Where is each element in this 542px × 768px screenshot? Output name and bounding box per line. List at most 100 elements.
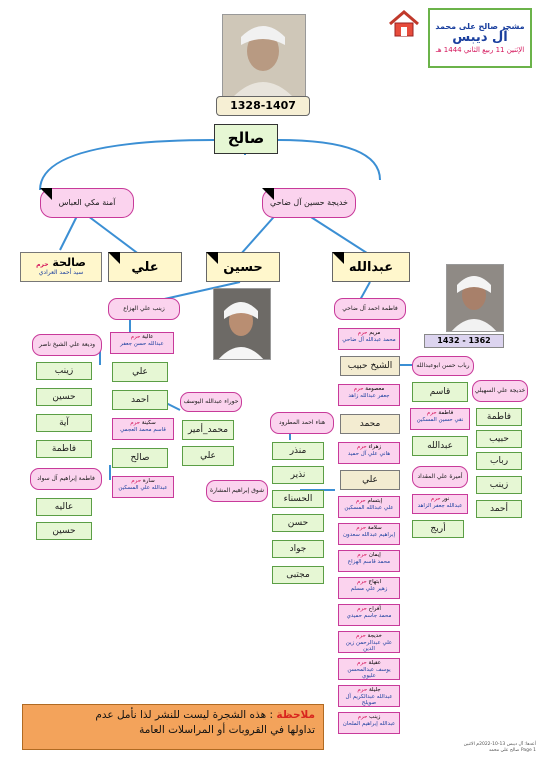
- ali-daughter-zainab: زينب حرم عبدالله إبراهيم الملحان: [338, 712, 400, 734]
- footer: أعدها: آل ديبس 13-10-2022م الاثنين Page …: [420, 742, 536, 754]
- sakina-spouse: قاسم محمد العجمي: [120, 426, 166, 433]
- mohammed-child-munther[interactable]: منذر: [272, 442, 324, 460]
- sara-haram: حرم: [131, 478, 142, 484]
- hussein-child-ahmad[interactable]: احمد: [112, 390, 168, 410]
- aqila-spouse: يوسف عبدالمحسن عليوي: [347, 666, 391, 680]
- iman-name: إيمان: [368, 552, 381, 558]
- khadija2-name: خديجة: [367, 633, 382, 639]
- maryam-spouse: محمد عبدالله آل ضاحي: [342, 336, 396, 343]
- ali-daughter-aqila: عقيلة حرم يوسف عبدالمحسن عليوي: [338, 658, 400, 680]
- wife-amina-corner: [40, 188, 52, 200]
- sakina-haram: حرم: [130, 420, 141, 426]
- footer-line1: أعدها: آل ديبس 13-10-2022م الاثنين: [463, 742, 536, 747]
- iman-haram: حرم: [357, 552, 368, 558]
- child-ali[interactable]: علي: [108, 252, 182, 282]
- aqila-haram: حرم: [356, 660, 367, 666]
- mohammed-child-hasnaa[interactable]: الحسناء: [272, 490, 324, 508]
- khadija2-haram: حرم: [356, 633, 366, 639]
- child-hussein[interactable]: حسين: [206, 252, 280, 282]
- wife-khadija: خديجة حسين آل ضاحي: [262, 188, 356, 218]
- ali-child-zainab[interactable]: زينب: [36, 362, 92, 380]
- home-icon[interactable]: [388, 10, 420, 38]
- note-line1: ملاحظة : هذه الشجرة ليست للنشر لذا نأمل …: [31, 709, 315, 721]
- footer-line2: Page 1 صالح علي محمد: [488, 747, 536, 753]
- note-text1: هذه الشجرة ليست للنشر لذا نأمل عدم: [95, 709, 267, 721]
- mohammed-child-mujtaba[interactable]: مجتبى: [272, 566, 324, 584]
- abdullah-child-mohammed[interactable]: محمد: [340, 414, 400, 434]
- ali-daughter-afrah: أفراح حرم محمد جاسم حميدي: [338, 604, 400, 626]
- nour-haram: حرم: [430, 496, 441, 502]
- child-abdullah[interactable]: عبدالله: [332, 252, 410, 282]
- ahmad-child-mohammed-amir[interactable]: محمد_أمير: [182, 420, 234, 440]
- saleh-child-alia[interactable]: عاليه: [36, 498, 92, 516]
- ali2-child-areej[interactable]: أريج: [412, 520, 464, 538]
- abdullah-daughter-maryam: مريم حرم محمد عبدالله آل ضاحي: [338, 328, 400, 350]
- ali-daughter-ibtihaj: ابتهاج حرم زهير علي مسلم: [338, 577, 400, 599]
- child-saliha[interactable]: صالحة حرم سيد أحمد العرادي: [20, 252, 102, 282]
- ali-child-hussein[interactable]: حسين: [36, 388, 92, 406]
- ibtisam-spouse: علي عبدالله المسكين: [344, 504, 394, 511]
- zahraa-haram: حرم: [356, 444, 367, 450]
- saleh-wife: فاطمة إبراهيم آل سواد: [30, 468, 102, 490]
- qasim-child-zainab[interactable]: زينب: [476, 476, 522, 494]
- saleh-child-hussein[interactable]: حسين: [36, 522, 92, 540]
- mohammed-child-jawad[interactable]: جواد: [272, 540, 324, 558]
- jalila-name: جليلة: [368, 687, 381, 693]
- ahmad-child-ali[interactable]: علي: [182, 446, 234, 466]
- zainab2-name: زينب: [369, 714, 381, 720]
- wife-amina-name: آمنة مكي العباس: [58, 198, 116, 208]
- header-date: الإثنين 11 ربيع الثاني 1444 هـ: [435, 46, 525, 55]
- qasim-child-ahmad[interactable]: أحمد: [476, 500, 522, 518]
- zahraa-name: زهراء: [368, 444, 382, 450]
- habib-child-qasim[interactable]: قاسم: [412, 382, 468, 402]
- abdullah-dates: 1362 - 1432: [424, 334, 504, 348]
- afrah-haram: حرم: [357, 606, 367, 612]
- root-name[interactable]: صالح: [214, 124, 278, 154]
- ibtihaj-name: ابتهاج: [368, 579, 382, 585]
- ibtisam-name: إبتسام: [367, 498, 383, 504]
- zainab2-haram: حرم: [357, 714, 368, 720]
- hussein-child-ali[interactable]: علي: [112, 362, 168, 382]
- abdullah-child-ali[interactable]: علي: [340, 470, 400, 490]
- mohammed-wife: هناء احمد المطرود: [270, 412, 334, 434]
- jalila-spouse: عبدالله عبدالكريم آل صويلح: [345, 693, 393, 707]
- afrah-spouse: محمد جاسم حميدي: [346, 612, 392, 619]
- salama-name: سلامة: [367, 525, 382, 531]
- ali-child-aya[interactable]: آية: [36, 414, 92, 432]
- child-saliha-line1: صالحة حرم: [36, 256, 86, 270]
- hussein-daughter-alia: عالية حرم عبدالله حسن جعفر: [110, 332, 174, 354]
- fatima-habib-haram: حرم: [426, 410, 437, 416]
- hussein-child-saleh[interactable]: صالح: [112, 448, 168, 468]
- habib-child-abdullah[interactable]: عبدالله: [412, 436, 468, 456]
- qasim-wife: خديجة علي السهيلي: [472, 380, 528, 402]
- note-box: ملاحظة : هذه الشجرة ليست للنشر لذا نأمل …: [22, 704, 324, 750]
- salama-spouse: إبراهيم عبدالله سعدون: [343, 531, 395, 538]
- hussein-daughter-sara: سارة حرم عبدالله علي المسكين: [112, 476, 174, 498]
- masooma-name: معصومة: [365, 386, 385, 392]
- habib-daughter-fatima: فاطمة حرم نقي حسين المسكين: [410, 408, 470, 430]
- child-saliha-spouse: سيد أحمد العرادي: [38, 268, 84, 276]
- abdullah-child-habib[interactable]: الشيخ حبيب: [340, 356, 400, 376]
- header-box: مشجر صالح على محمد آل ديبس الإثنين 11 رب…: [428, 8, 532, 68]
- note-label: ملاحظة: [276, 709, 315, 721]
- root-portrait: [222, 14, 306, 98]
- maryam-haram: حرم: [357, 330, 368, 336]
- fatima-habib-name: فاطمة: [438, 410, 454, 416]
- jalila-haram: حرم: [357, 687, 368, 693]
- qasim-child-rabab[interactable]: رباب: [476, 452, 522, 470]
- ali-child-fatima[interactable]: فاطمة: [36, 440, 92, 458]
- note-separator: :: [266, 709, 274, 721]
- qasim-child-fatima[interactable]: فاطمة: [476, 408, 522, 426]
- child-saliha-haram: حرم: [36, 261, 49, 269]
- ali2-daughter-nour: نور حرم عبدالله جعفر الزاهد: [412, 494, 468, 514]
- abdullah-daughter-masooma: معصومة حرم جعفر عبدالله زاهد: [338, 384, 400, 406]
- abdullah-wife: فاطمة احمد آل ضاحي: [334, 298, 406, 320]
- khadija2-spouse: علي عبدالرحمن زين الدين: [345, 639, 393, 653]
- qasim-child-habib[interactable]: حبيب: [476, 430, 522, 448]
- child-abdullah-corner: [332, 252, 344, 264]
- mohammed-child-nathir[interactable]: نذير: [272, 466, 324, 484]
- ali-daughter-khadija: خديجة حرم علي عبدالرحمن زين الدين: [338, 631, 400, 653]
- alia-spouse: عبدالله حسن جعفر: [120, 340, 164, 347]
- ibtihaj-spouse: زهير علي مسلم: [350, 585, 388, 592]
- mohammed-child-hasan[interactable]: حسن: [272, 514, 324, 532]
